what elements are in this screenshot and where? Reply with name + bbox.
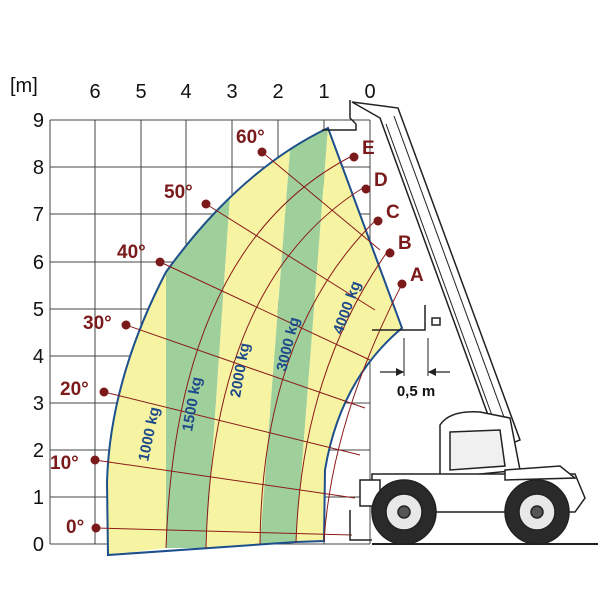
extension-dot (385, 248, 395, 258)
angle-label: 10° (50, 453, 79, 474)
angle-label: 60° (236, 127, 265, 148)
fork-markers (322, 100, 441, 541)
x-tick: 6 (89, 81, 100, 103)
zone-4000kg (296, 128, 402, 542)
telehandler-illustration (351, 101, 598, 545)
y-tick: 2 (33, 440, 44, 462)
angle-label: 30° (83, 313, 112, 334)
y-tick: 0 (33, 534, 44, 556)
x-tick: 5 (135, 81, 146, 103)
units-label: [m] (10, 75, 38, 97)
angle-dot (257, 147, 267, 157)
extension-arcs (165, 154, 403, 549)
angle-label: 0° (66, 517, 84, 538)
y-tick: 6 (33, 252, 44, 274)
y-tick: 3 (33, 393, 44, 415)
extension-dot (373, 216, 383, 226)
scale-label: 0,5 m (397, 383, 435, 400)
angle-dot (155, 257, 165, 267)
y-tick: 9 (33, 110, 44, 132)
angle-label: 20° (60, 379, 89, 400)
extension-label: C (386, 202, 400, 223)
extension-label: A (410, 265, 424, 286)
angle-dot (201, 199, 211, 209)
zone-1000kg (107, 272, 166, 555)
extension-label: B (398, 233, 412, 254)
x-tick: 4 (180, 81, 191, 103)
angle-markers: 0° 10° 20° 30° 40° 50° 60° (50, 127, 267, 538)
y-tick: 5 (33, 299, 44, 321)
extension-dot (361, 184, 371, 194)
zone-3000kg (260, 128, 328, 544)
y-tick: 8 (33, 157, 44, 179)
y-tick: 7 (33, 204, 44, 226)
extension-label: E (362, 138, 375, 159)
x-tick: 3 (226, 81, 237, 103)
angle-lines (94, 151, 381, 536)
angle-label: 40° (117, 242, 146, 263)
zone-1500kg (166, 196, 230, 548)
angle-label: 50° (164, 182, 193, 203)
reach-outline (105, 126, 404, 557)
y-tick: 1 (33, 487, 44, 509)
extension-dot (349, 152, 359, 162)
extension-label: D (374, 170, 388, 191)
y-axis-ticks: 9 8 7 6 5 4 3 2 1 0 (33, 110, 44, 556)
extension-markers: A B C D E (349, 138, 424, 289)
x-tick: 1 (318, 81, 329, 103)
angle-dot (91, 523, 101, 533)
x-axis-ticks: 6 5 4 3 2 1 0 (89, 81, 375, 103)
angle-dot (99, 387, 109, 397)
angle-dot (121, 320, 131, 330)
scale-indicator: 0,5 m (380, 338, 450, 400)
x-tick: 0 (364, 81, 375, 103)
extension-dot (397, 279, 407, 289)
y-tick: 4 (33, 346, 44, 368)
zone-2000kg (206, 150, 290, 548)
x-tick: 2 (272, 81, 283, 103)
load-zones (105, 126, 404, 557)
angle-dot (90, 455, 100, 465)
